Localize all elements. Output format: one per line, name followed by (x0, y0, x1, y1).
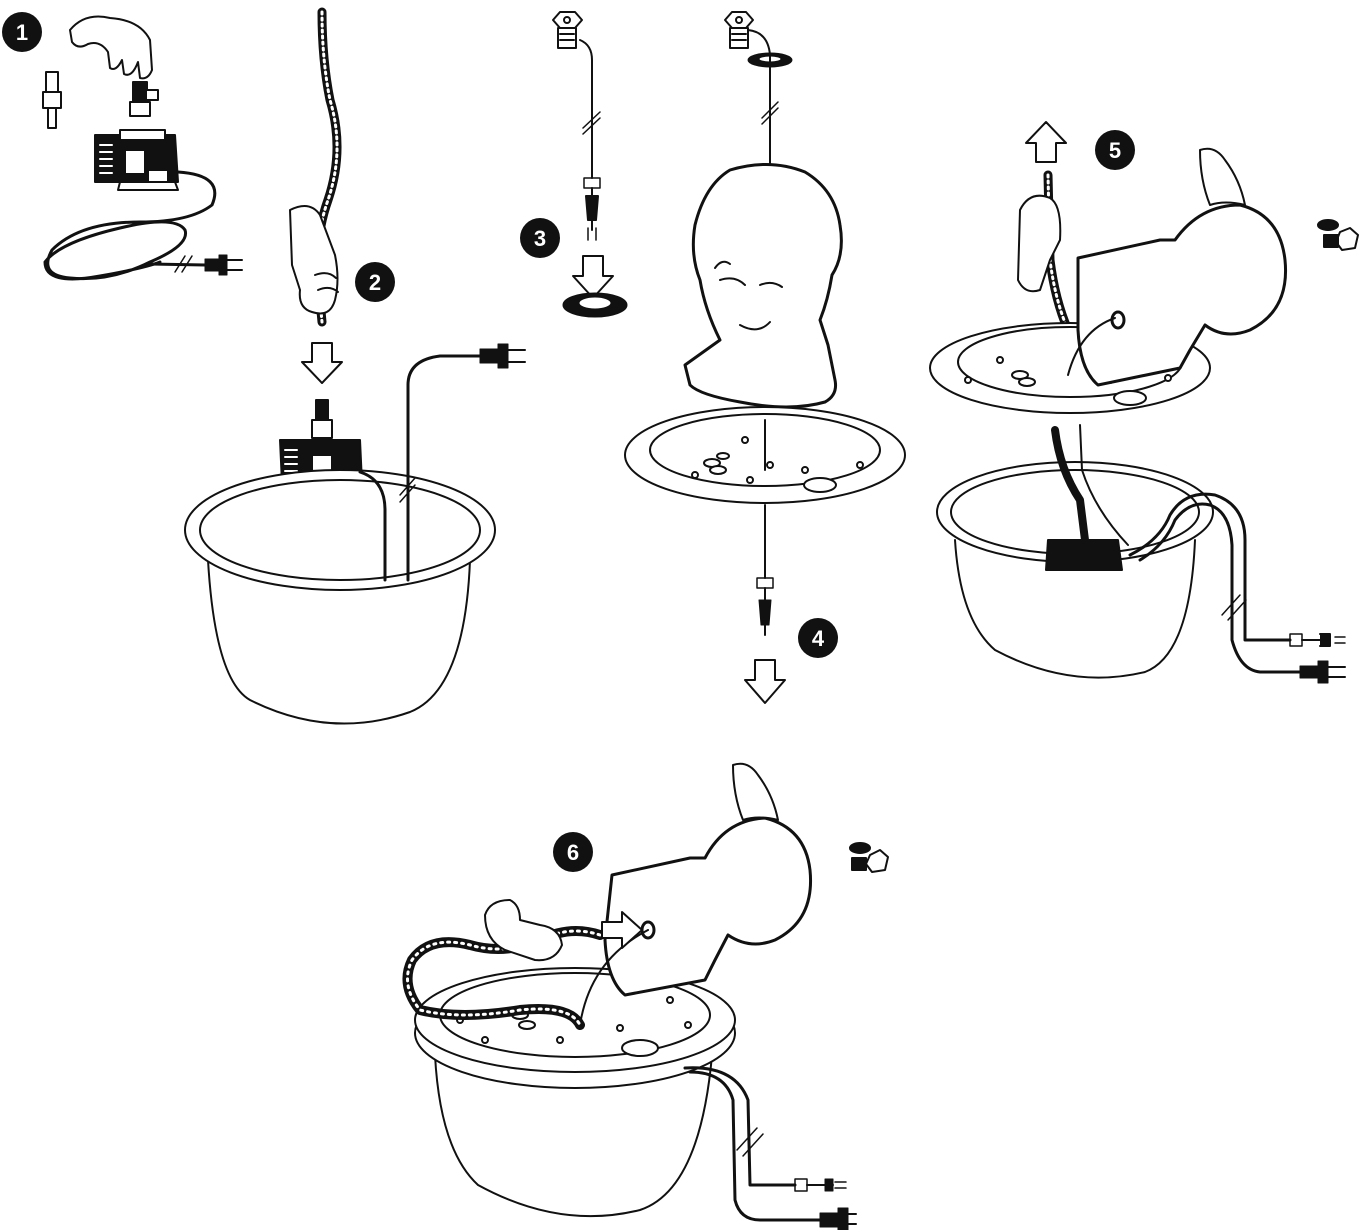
step-2-panel: 2 (185, 12, 525, 724)
step-4-badge: 4 (798, 618, 838, 658)
step-6-panel: 6 (408, 764, 889, 1230)
power-plug-icon (205, 255, 242, 275)
adapter-icon (43, 72, 158, 128)
svg-text:4: 4 (812, 626, 825, 651)
power-plug-icon (1300, 661, 1345, 683)
washer-icon (563, 293, 627, 317)
step-5-badge: 5 (1095, 130, 1135, 170)
step-5-panel: 5 (930, 122, 1358, 683)
nozzle-icon (1318, 220, 1358, 250)
pump-icon (95, 130, 178, 190)
step-4-panel: 4 (625, 12, 905, 703)
nozzle-icon (553, 12, 582, 48)
hand-icon (290, 206, 338, 314)
buddha-head-icon (1078, 149, 1286, 385)
svg-text:2: 2 (369, 270, 381, 295)
svg-text:3: 3 (534, 226, 546, 251)
step-1-panel: 1 (2, 12, 242, 279)
led-cable (580, 40, 600, 240)
svg-text:1: 1 (16, 20, 28, 45)
step-6-badge: 6 (553, 832, 593, 872)
step-3-badge: 3 (520, 218, 560, 258)
basin-icon (415, 968, 735, 1216)
arrow-icon (1026, 122, 1066, 162)
arrow-icon (573, 256, 613, 298)
svg-text:5: 5 (1109, 138, 1121, 163)
svg-text:6: 6 (567, 840, 579, 865)
arrow-icon (745, 660, 785, 703)
basin-icon (185, 470, 495, 724)
pump-icon (1046, 540, 1122, 570)
step-1-badge: 1 (2, 12, 42, 52)
buddha-head-icon (605, 764, 811, 995)
step-2-badge: 2 (355, 262, 395, 302)
step-3-panel: 3 (520, 12, 627, 317)
power-plug-icon (480, 344, 525, 368)
power-plug-icon (820, 1208, 856, 1230)
nozzle-icon (850, 843, 888, 872)
led-cable (748, 30, 770, 170)
buddha-head-icon (685, 164, 841, 407)
hand-icon (70, 17, 152, 79)
